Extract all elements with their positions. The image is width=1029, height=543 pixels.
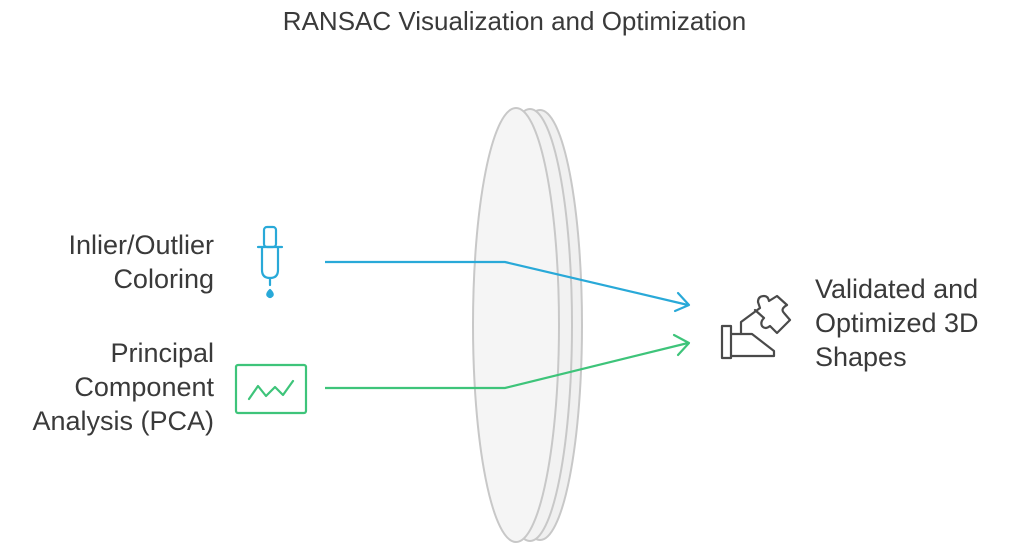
- hand-puzzle-icon: [720, 294, 792, 360]
- label-line: Principal: [110, 338, 214, 368]
- label-line: Optimized 3D: [815, 308, 979, 338]
- input-label-pca: Principal Component Analysis (PCA): [32, 336, 214, 438]
- output-label-validated-shapes: Validated and Optimized 3D Shapes: [815, 272, 979, 374]
- label-line: Validated and: [815, 274, 979, 304]
- label-line: Inlier/Outlier: [68, 230, 214, 260]
- lens-filter: [472, 107, 583, 543]
- diagram-title: RANSAC Visualization and Optimization: [282, 6, 747, 36]
- label-line: Coloring: [113, 264, 214, 294]
- pipette-icon: [256, 225, 284, 299]
- chart-monitor-icon: [234, 363, 308, 415]
- connector-inlier: [325, 260, 691, 313]
- label-line: Shapes: [815, 342, 907, 372]
- input-label-inlier-outlier: Inlier/Outlier Coloring: [68, 228, 214, 296]
- connector-pca: [325, 333, 691, 390]
- label-line: Analysis (PCA): [32, 406, 214, 436]
- label-line: Component: [74, 372, 214, 402]
